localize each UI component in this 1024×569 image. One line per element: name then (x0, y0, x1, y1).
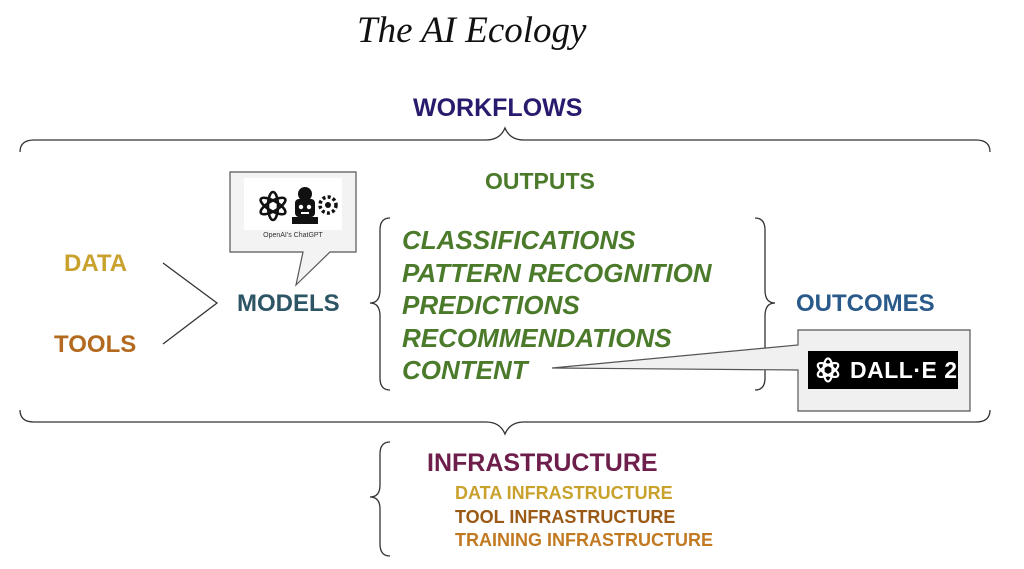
output-item: RECOMMENDATIONS (402, 322, 672, 353)
dalle-label: DALL·E 2 (850, 356, 958, 383)
workflows-top-brace (19, 126, 991, 153)
infrastructure-item-training: TRAINING INFRASTRUCTURE (455, 530, 713, 550)
dalle-callout-bubble (551, 329, 971, 412)
inputs-chevron (162, 262, 219, 345)
output-item: PATTERN RECOGNITION (402, 257, 712, 288)
openai-logo-icon (259, 190, 287, 222)
input-data-label: DATA (64, 250, 128, 277)
dalle-badge: DALL·E 2 (808, 351, 958, 389)
infrastructure-brace (369, 441, 391, 557)
openai-logo-icon (816, 357, 840, 383)
infrastructure-heading: INFRASTRUCTURE (427, 449, 658, 477)
output-item: CLASSIFICATIONS (402, 225, 636, 255)
workflows-bottom-brace (19, 409, 991, 436)
outputs-right-brace (754, 217, 776, 391)
infrastructure-list: DATA INFRASTRUCTURE TOOL INFRASTRUCTURE … (455, 482, 713, 553)
models-label: MODELS (237, 290, 340, 317)
input-tools-label: TOOLS (54, 331, 137, 358)
infrastructure-item-data: DATA INFRASTRUCTURE (455, 483, 673, 503)
output-item: PREDICTIONS (402, 290, 580, 320)
infrastructure-item-tool: TOOL INFRASTRUCTURE (455, 506, 676, 527)
outputs-list: CLASSIFICATIONS PATTERN RECOGNITION PRED… (402, 224, 712, 387)
output-item: CONTENT (402, 355, 528, 385)
outputs-left-brace (369, 217, 391, 391)
robot-brain-icon (292, 187, 318, 224)
chatgpt-caption: OpenAI's ChatGPT (263, 232, 323, 239)
outputs-heading: OUTPUTS (485, 168, 595, 194)
workflows-label: WORKFLOWS (413, 94, 583, 122)
gear-icon (318, 195, 338, 215)
diagram-title: The AI Ecology (357, 10, 587, 51)
outcomes-label: OUTCOMES (796, 290, 935, 317)
